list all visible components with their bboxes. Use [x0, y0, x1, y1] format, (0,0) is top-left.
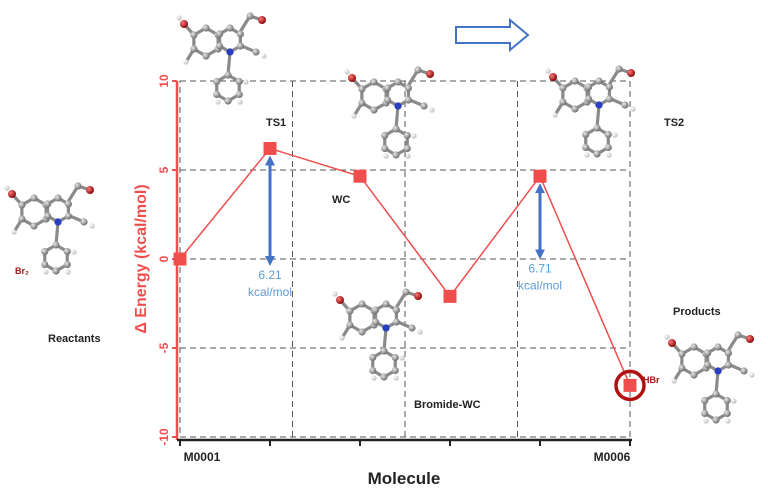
molecule-structures: [4, 12, 755, 424]
barrier-value: 6.21: [258, 268, 282, 282]
data-point: [443, 289, 457, 303]
molecule-ts1: [176, 12, 267, 105]
energy-series: [173, 141, 646, 402]
label-ts1: TS1: [266, 117, 286, 129]
label-products: Products: [673, 306, 721, 318]
label-ts2: TS2: [664, 117, 684, 129]
data-point: [353, 169, 367, 183]
molecule-reactants: [4, 182, 95, 275]
data-point: [533, 169, 547, 183]
label-br2: Br₂: [15, 266, 29, 276]
y-tick-label: 0: [157, 255, 171, 262]
highlight-ring: [614, 369, 646, 402]
molecule-ts2: [545, 65, 636, 158]
x-tick-label: M0006: [594, 450, 631, 464]
y-axis-label: Δ Energy (kcal/mol): [133, 184, 150, 333]
y-tick-label: -5: [157, 342, 171, 353]
y-tick-label: -10: [157, 428, 171, 446]
data-point: [623, 378, 637, 392]
data-point: [263, 141, 277, 155]
x-axis-label: Molecule: [368, 469, 441, 488]
molecule-products: [664, 331, 755, 424]
barrier-unit: kcal/mol: [518, 278, 562, 292]
barrier-value: 6.71: [528, 261, 552, 275]
y-tick-label: 10: [157, 74, 171, 88]
direction-arrow-icon: [455, 17, 530, 53]
x-tick-label: M0001: [184, 450, 221, 464]
label-hbr: HBr: [643, 375, 660, 385]
data-point: [173, 252, 187, 266]
barrier-unit: kcal/mol: [248, 285, 292, 299]
label-bromide-wc: Bromide-WC: [414, 399, 481, 411]
y-tick-label: 5: [157, 166, 171, 173]
molecule-bromide-wc: [332, 288, 423, 381]
series-line: [179, 147, 631, 386]
molecule-wc: [344, 66, 435, 159]
label-reactants: Reactants: [48, 333, 101, 345]
barrier-arrows: 6.21 kcal/mol 6.71 kcal/mol: [248, 155, 562, 299]
label-wc: WC: [332, 194, 350, 206]
